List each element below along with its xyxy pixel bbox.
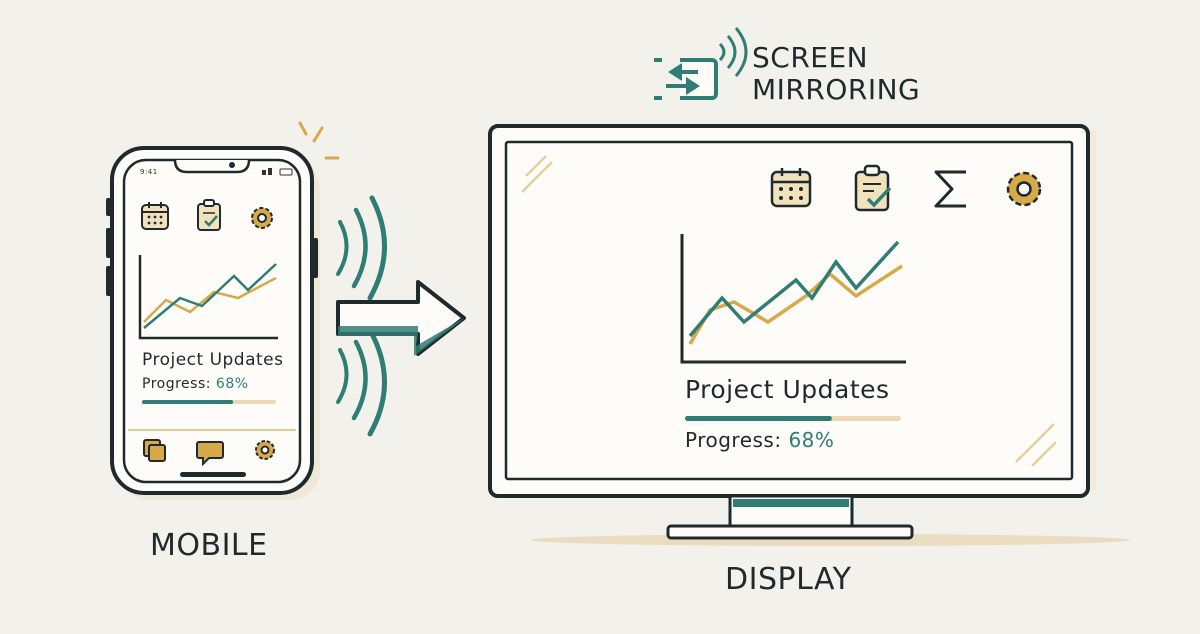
display-progress-bar	[685, 416, 901, 421]
phone-chart-axes	[138, 255, 278, 340]
display-chart-axes	[680, 234, 906, 364]
display-progress-fill	[685, 416, 832, 421]
phone-status-time: 9:41	[140, 168, 158, 176]
phone-series-gold	[143, 276, 277, 323]
phone-series-teal	[143, 263, 277, 329]
clipboard-check-icon[interactable]	[197, 199, 221, 231]
display-card-title: Project Updates	[685, 375, 890, 404]
copy-icon[interactable]	[143, 439, 166, 462]
screen-mirroring-title: SCREEN MIRRORING	[752, 42, 920, 106]
gear-icon[interactable]	[255, 440, 275, 460]
display-series-teal	[688, 240, 900, 338]
gear-icon[interactable]	[251, 207, 273, 229]
mirror-arrow-icon	[336, 280, 466, 356]
chat-bubble-icon[interactable]	[196, 441, 224, 467]
calendar-icon[interactable]	[141, 202, 169, 230]
screen-mirroring-title-line2: MIRRORING	[752, 73, 921, 106]
screen-mirroring-title-line1: SCREEN	[752, 41, 869, 74]
screen-mirroring-icon	[650, 27, 748, 102]
display-monitor	[488, 124, 1096, 540]
display-label: DISPLAY	[725, 562, 852, 597]
phone-progress-text: Progress: 68%	[142, 376, 249, 392]
phone-progress-value: 68%	[215, 376, 249, 392]
phone-progress-fill	[142, 400, 234, 404]
sparkle-icon	[298, 121, 340, 160]
sigma-icon[interactable]	[934, 170, 966, 208]
phone-progress-bar	[142, 400, 276, 404]
calendar-icon[interactable]	[770, 168, 812, 208]
display-chart	[680, 234, 906, 364]
phone-progress-label: Progress:	[142, 376, 211, 392]
display-progress-value: 68%	[788, 428, 835, 452]
display-progress-text: Progress: 68%	[685, 428, 834, 452]
mobile-phone	[106, 146, 318, 495]
signal-waves-icon	[336, 195, 387, 437]
phone-card-title: Project Updates	[142, 350, 284, 370]
mobile-label: MOBILE	[150, 528, 268, 563]
clipboard-check-icon[interactable]	[854, 164, 892, 212]
gear-icon[interactable]	[1006, 171, 1042, 207]
display-progress-label: Progress:	[685, 428, 782, 452]
phone-chart	[138, 255, 278, 340]
